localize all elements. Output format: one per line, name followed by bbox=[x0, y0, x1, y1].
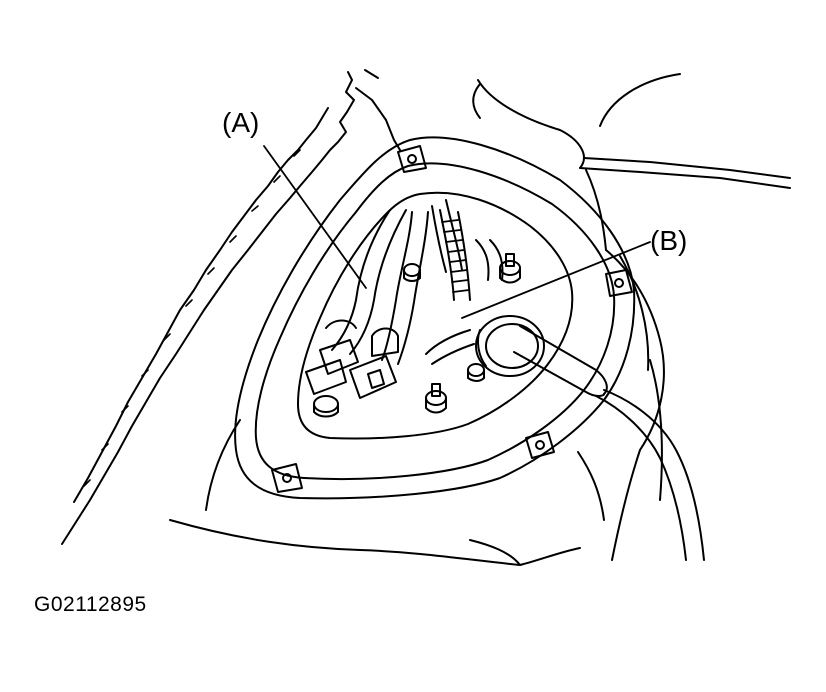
callout-a-label: (A) bbox=[222, 107, 259, 138]
callout-b-leader bbox=[461, 241, 651, 319]
figure-id: G02112895 bbox=[34, 593, 147, 616]
mounting-tab-bottom-left bbox=[271, 463, 303, 493]
corrugated-wire-tube bbox=[439, 209, 471, 301]
fuel-hose-bundle bbox=[331, 199, 463, 365]
body-panel-right bbox=[169, 73, 791, 566]
bolt-right bbox=[467, 363, 485, 382]
mounting-tab-right bbox=[605, 269, 633, 297]
bolt-center bbox=[425, 383, 447, 414]
callout-a-leader bbox=[263, 145, 367, 289]
mounting-tab-bottom-right bbox=[525, 431, 555, 459]
mounting-tab-top bbox=[397, 145, 427, 173]
cavity-rim bbox=[297, 191, 574, 440]
body-panel-left bbox=[61, 69, 401, 545]
bolt-top-right bbox=[499, 253, 521, 284]
electrical-connector-cap bbox=[475, 315, 545, 377]
access-opening-flange bbox=[234, 136, 636, 500]
bolt-left bbox=[313, 395, 339, 418]
callout-b-label: (B) bbox=[650, 225, 687, 256]
connector-cable bbox=[513, 325, 705, 561]
harness-wires bbox=[425, 239, 504, 365]
hose-connector-left bbox=[305, 319, 359, 395]
hose-connector-right bbox=[349, 327, 399, 399]
bolt-upper-left bbox=[403, 263, 421, 282]
